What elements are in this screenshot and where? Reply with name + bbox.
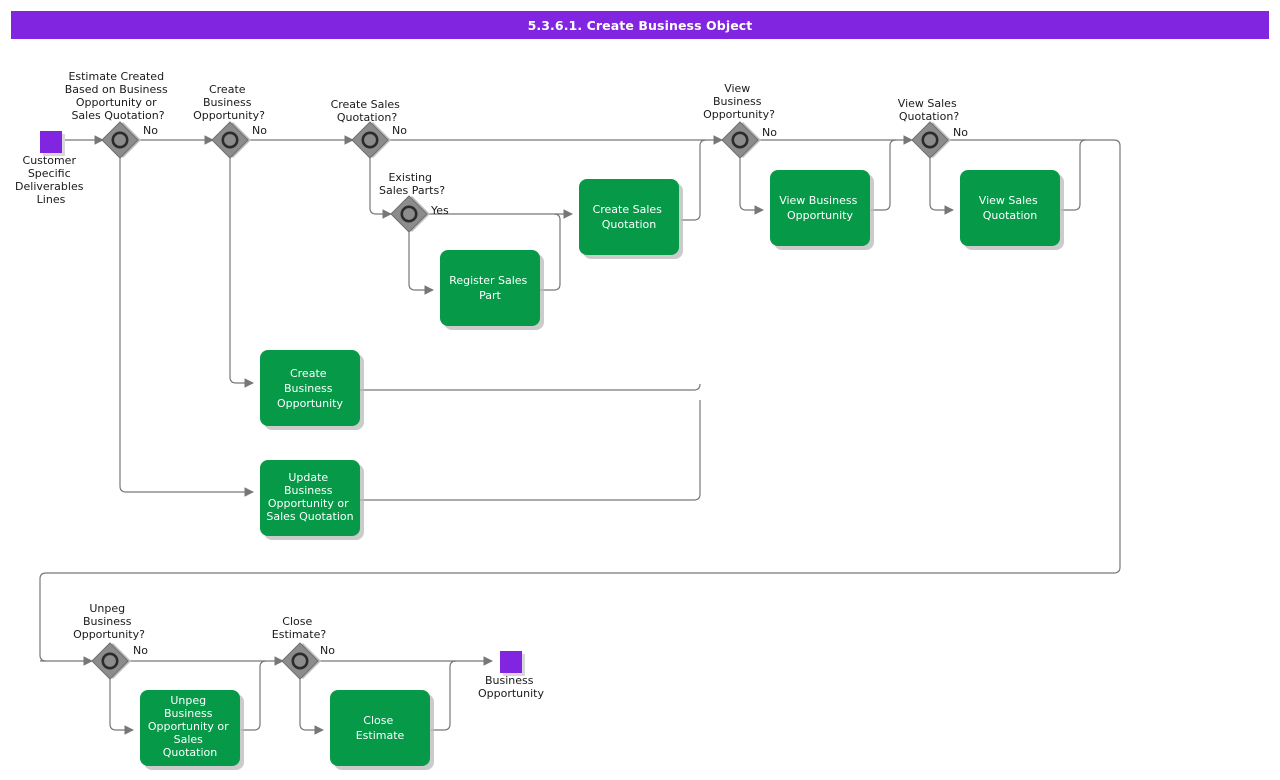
activity-label: View Business Opportunity (779, 194, 861, 222)
activity-close-estimate[interactable]: Close Estimate (330, 690, 434, 770)
connector-d2-to-a5 (229, 158, 254, 388)
connector-layer (39, 135, 1121, 735)
connector-a1-to-top-rail (681, 139, 707, 221)
decision-label: Create Sales Quotation? (331, 98, 404, 124)
terminal-business-opportunity[interactable] (500, 651, 525, 676)
edge-label-d1-no: No (143, 124, 158, 137)
decision-layer: Estimate Created Based on Business Oppor… (65, 70, 968, 680)
decision-existing-sales-parts[interactable] (390, 195, 430, 233)
decision-label: Existing Sales Parts? (379, 171, 445, 197)
decision-close-estimate[interactable] (281, 642, 321, 680)
connector-d6-to-right-rail (39, 139, 1121, 662)
activity-layer: Create Sales Quotation Register Sales Pa… (140, 170, 1064, 770)
edge-label-d3-no: No (392, 124, 407, 137)
connector-a8-to-end (431, 660, 457, 731)
page-title: 5.3.6.1. Create Business Object (527, 17, 753, 33)
connector-a6-to-rail (360, 400, 701, 501)
terminal-label-end: Business Opportunity (478, 674, 545, 700)
connector-a7-to-d8 (241, 660, 267, 731)
decision-create-business-opportunity[interactable] (211, 121, 251, 159)
decision-label: Create Business Opportunity? (193, 83, 265, 122)
connector-d1-to-a6 (119, 158, 254, 497)
activity-label: Unpeg Business Opportunity or Sales Quot… (148, 694, 232, 759)
connector-a4-to-rail (1061, 139, 1087, 211)
activity-label: View Sales Quotation (979, 194, 1041, 222)
edge-label-d2-no: No (252, 124, 267, 137)
connector-d8-to-a8 (299, 679, 324, 735)
decision-create-sales-quotation[interactable] (351, 121, 391, 159)
activity-create-business-opportunity[interactable]: Create Business Opportunity (260, 350, 364, 430)
decision-label: Close Estimate? (272, 615, 327, 641)
activity-update-business-opportunity-or-sales-quotation[interactable]: Update Business Opportunity or Sales Quo… (260, 460, 364, 540)
activity-view-sales-quotation[interactable]: View Sales Quotation (960, 170, 1064, 250)
terminal-customer-specific-deliverables-lines[interactable] (40, 131, 65, 156)
connector-a2-to-a1 (540, 213, 561, 291)
activity-view-business-opportunity[interactable]: View Business Opportunity (770, 170, 874, 250)
connector-d5-to-a3 (739, 158, 764, 215)
decision-label: View Business Opportunity? (703, 82, 775, 121)
activity-label: Update Business Opportunity or Sales Quo… (266, 471, 353, 523)
terminal-label-start: Customer Specific Deliverables Lines (15, 154, 87, 206)
connector-d3-to-d4 (369, 158, 392, 219)
decision-label: Estimate Created Based on Business Oppor… (65, 70, 171, 122)
connector-a5-to-rail (360, 383, 701, 391)
activity-unpeg-business-opportunity-or-sales-quotation[interactable]: Unpeg Business Opportunity or Sales Quot… (140, 690, 244, 770)
edge-label-d8-no: No (320, 644, 335, 657)
activity-label: Create Sales Quotation (593, 203, 666, 231)
edge-label-d4-yes: Yes (430, 204, 449, 217)
terminal-layer: Customer Specific Deliverables Lines Bus… (15, 131, 544, 700)
connector-d7-to-a7 (109, 679, 134, 735)
decision-label: Unpeg Business Opportunity? (73, 602, 145, 641)
decision-unpeg-business-opportunity[interactable] (91, 642, 131, 680)
connector-d6-to-a4 (929, 158, 954, 215)
activity-label: Close Estimate (356, 714, 405, 742)
decision-label: View Sales Quotation? (898, 97, 960, 123)
activity-label: Register Sales Part (449, 274, 531, 302)
decision-view-business-opportunity[interactable] (721, 121, 761, 159)
edge-label-d5-no: No (762, 126, 777, 139)
connector-d4-to-a2 (408, 232, 434, 295)
edge-label-d6-no: No (953, 126, 968, 139)
decision-estimate-created-based-on-business-opportunity-or-sales-quotation[interactable] (101, 121, 141, 159)
activity-label: Create Business Opportunity (277, 367, 344, 410)
activity-register-sales-part[interactable]: Register Sales Part (440, 250, 544, 330)
edge-label-d7-no: No (133, 644, 148, 657)
connector-a3-to-rail (871, 139, 897, 211)
activity-create-sales-quotation[interactable]: Create Sales Quotation (579, 179, 683, 259)
diagram-title-bar: 5.3.6.1. Create Business Object (11, 11, 1269, 39)
decision-view-sales-quotation[interactable] (911, 121, 951, 159)
